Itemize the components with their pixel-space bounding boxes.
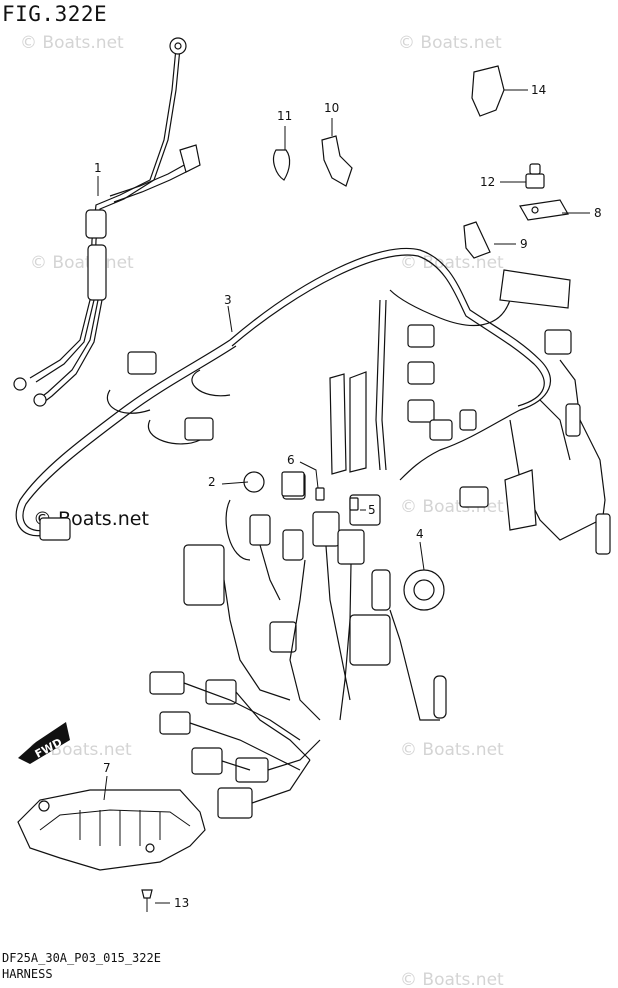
callout-11: 11 [277, 109, 292, 123]
callout-1: 1 [94, 161, 102, 175]
small-parts [141, 65, 569, 912]
callout-9: 9 [520, 237, 528, 251]
bracket-plate-part [17, 789, 206, 871]
callout-14: 14 [531, 83, 546, 97]
watermark: © Boats.net [400, 740, 504, 760]
watermark: © Boats.net [30, 253, 134, 273]
callout-13: 13 [174, 896, 189, 910]
callout-6: 6 [287, 453, 295, 467]
figure-title: FIG.322E [2, 2, 108, 26]
harness-connectors [39, 269, 611, 555]
watermark: © Boats.net [20, 33, 124, 53]
diagram-caption: HARNESS [2, 967, 53, 981]
callout-4: 4 [416, 527, 424, 541]
callout-3: 3 [224, 293, 232, 307]
watermark: © Boats.net [398, 33, 502, 53]
center-components [183, 371, 447, 721]
callouts: 1 2 3 4 5 6 7 8 9 10 11 12 13 14 [94, 83, 602, 910]
callout-7: 7 [103, 761, 111, 775]
callout-2: 2 [208, 475, 216, 489]
lower-connectors [149, 671, 321, 819]
battery-cable-part [13, 37, 201, 407]
callout-12: 12 [480, 175, 495, 189]
callout-8: 8 [594, 206, 602, 220]
main-harness-part [15, 247, 606, 541]
callout-10: 10 [324, 101, 339, 115]
callout-5: 5 [368, 503, 376, 517]
diagram-code: DF25A_30A_P03_015_322E [2, 951, 161, 965]
watermark: © Boats.net [400, 253, 504, 273]
watermark: © Boats.net [400, 970, 504, 988]
leader-lines [97, 89, 590, 904]
